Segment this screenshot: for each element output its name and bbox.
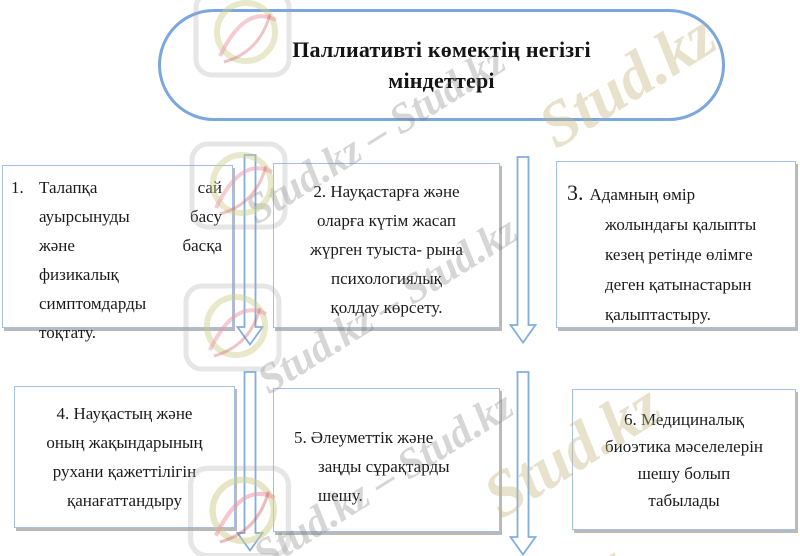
box-number: 1. bbox=[11, 178, 24, 197]
task-box-5: 5.Әлеуметтік және заңды сұрақтарды шешу. bbox=[273, 388, 500, 532]
box-text: Адамның өмір жолындағы қалыпты кезең рет… bbox=[589, 185, 757, 324]
box-text: Әлеуметтік және заңды сұрақтарды шешу. bbox=[310, 428, 450, 505]
diagram-title: Паллиативті көмектің негізгі міндеттері bbox=[292, 37, 591, 93]
down-arrow bbox=[236, 154, 264, 346]
task-box-2: 2. Науқастарға және оларға күтім жасап ж… bbox=[273, 163, 500, 328]
box-text: 4. Науқастың және оның жақындарының руха… bbox=[46, 404, 203, 510]
box-text: 2. Науқастарға және оларға күтім жасап ж… bbox=[310, 182, 463, 317]
down-arrow bbox=[509, 371, 537, 556]
down-arrow bbox=[509, 156, 537, 344]
task-box-1: 1. Талапқа сай ауырсынуды басу және басқ… bbox=[2, 165, 233, 342]
stud-kz-watermark-text: Stud.kz bbox=[435, 528, 639, 556]
task-box-4: 4. Науқастың және оның жақындарының руха… bbox=[14, 386, 235, 528]
title-stadium-shape: Паллиативті көмектің негізгі міндеттері bbox=[158, 9, 725, 121]
box-number: 3. bbox=[567, 180, 584, 205]
box-text: Талапқа сай ауырсынуды басу және басқа ф… bbox=[39, 178, 222, 342]
task-box-6: 6. Медициналық биоэтика мәселелерін шешу… bbox=[572, 389, 796, 530]
box-text: 6. Медициналық биоэтика мәселелерін шешу… bbox=[604, 409, 764, 510]
down-arrow bbox=[236, 371, 264, 552]
box-number: 5. bbox=[294, 428, 307, 447]
task-box-3: 3.Адамның өмір жолындағы қалыпты кезең р… bbox=[556, 161, 796, 328]
